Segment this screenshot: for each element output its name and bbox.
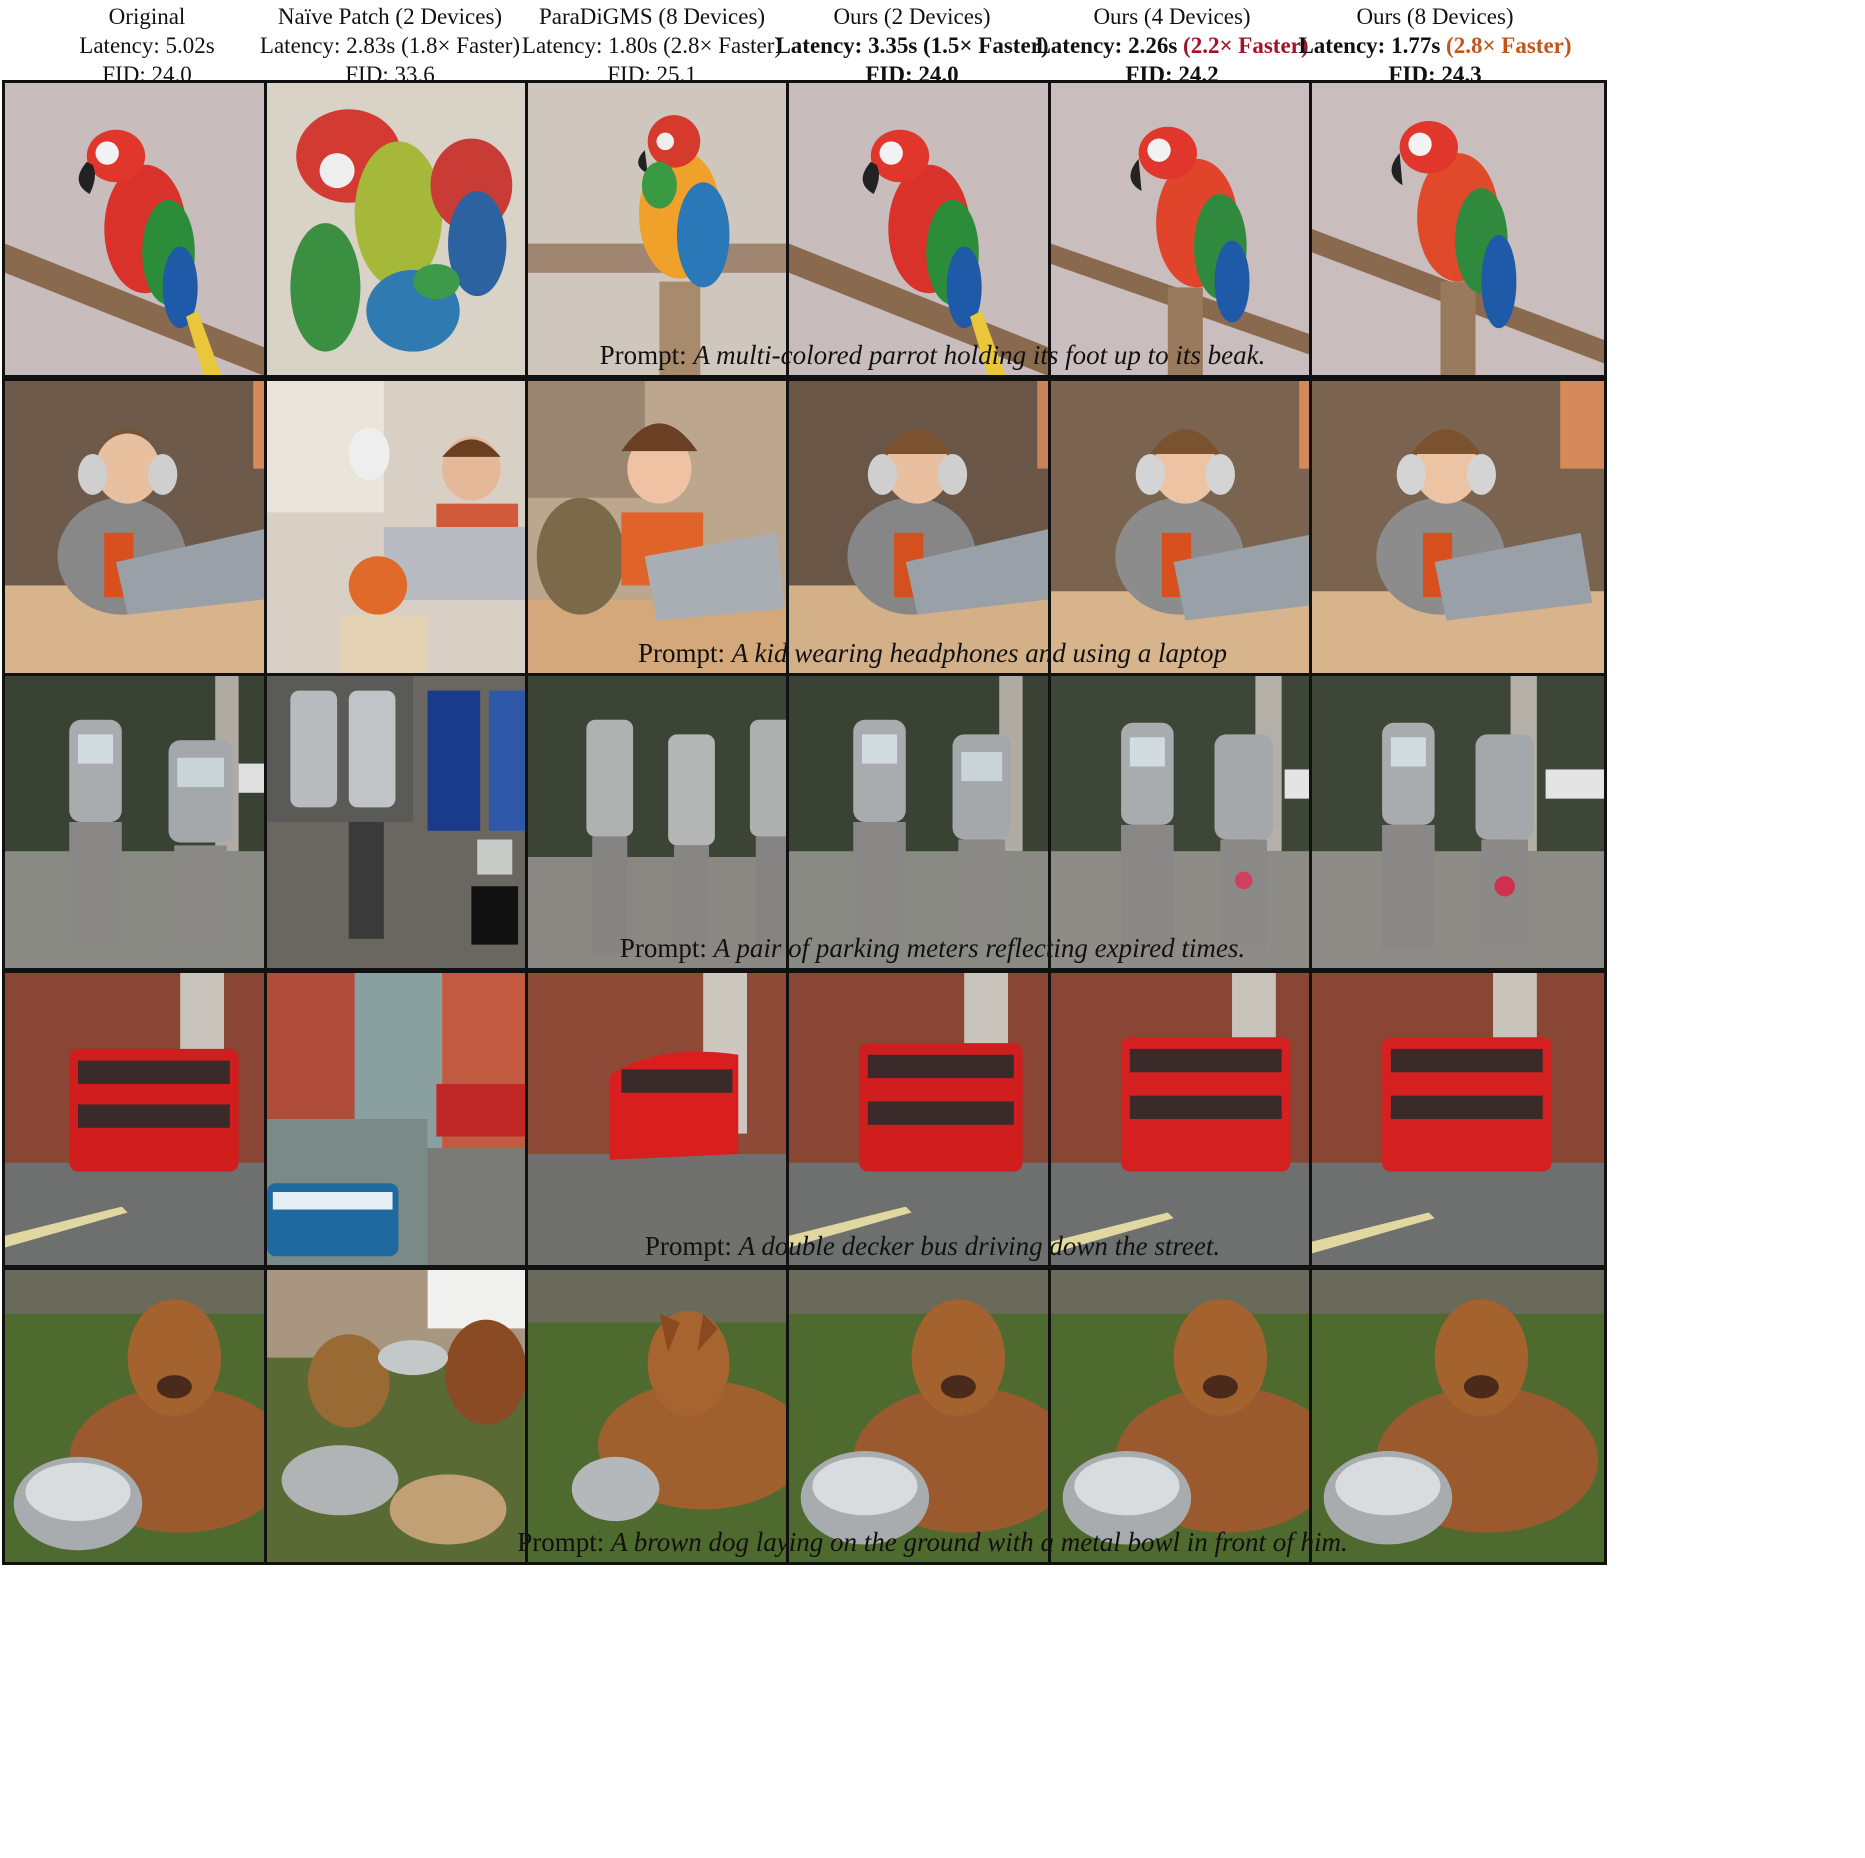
column-title: Original bbox=[108, 4, 186, 29]
image-bus-paradigms bbox=[525, 970, 823, 1268]
image-dog-ours-4 bbox=[1048, 1267, 1346, 1565]
image-kid-ours-4 bbox=[1048, 378, 1346, 676]
prompt-text: A brown dog laying on the ground with a … bbox=[611, 1527, 1348, 1557]
prompt-caption-meters: Prompt: A pair of parking meters reflect… bbox=[0, 932, 1865, 964]
prompt-caption-bus: Prompt: A double decker bus driving down… bbox=[0, 1230, 1865, 1262]
image-meters-ours-2 bbox=[786, 673, 1084, 971]
column-title: ParaDiGMS (8 Devices) bbox=[538, 4, 766, 29]
column-title: Naïve Patch (2 Devices) bbox=[277, 4, 503, 29]
image-dog-paradigms bbox=[525, 1267, 823, 1565]
image-dog-naive-patch bbox=[264, 1267, 562, 1565]
image-bus-ours-2 bbox=[786, 970, 1084, 1268]
image-parrot-original bbox=[2, 80, 300, 378]
prompt-caption-dog: Prompt: A brown dog laying on the ground… bbox=[0, 1526, 1865, 1558]
latency-label: Latency: 2.83s (1.8× Faster) bbox=[259, 33, 521, 58]
prompt-label: Prompt: bbox=[619, 933, 707, 963]
image-dog-ours-8 bbox=[1309, 1267, 1607, 1565]
prompt-text: A double decker bus driving down the str… bbox=[738, 1231, 1221, 1261]
latency-label: Latency: 1.80s (2.8× Faster) bbox=[521, 33, 783, 58]
image-parrot-ours-8 bbox=[1309, 80, 1607, 378]
prompt-caption-kid: Prompt: A kid wearing headphones and usi… bbox=[0, 637, 1865, 669]
image-bus-ours-4 bbox=[1048, 970, 1346, 1268]
image-kid-ours-8 bbox=[1309, 378, 1607, 676]
prompt-label: Prompt: bbox=[638, 638, 726, 668]
column-header-naive-patch: Naïve Patch (2 Devices) Latency: 2.83s (… bbox=[240, 2, 540, 89]
latency-label: Latency: 2.26s bbox=[1035, 33, 1178, 58]
image-bus-naive-patch bbox=[264, 970, 562, 1268]
prompt-text: A pair of parking meters reflecting expi… bbox=[713, 933, 1246, 963]
image-parrot-ours-4 bbox=[1048, 80, 1346, 378]
column-header-ours-2: Ours (2 Devices) Latency: 3.35s (1.5× Fa… bbox=[762, 2, 1062, 89]
prompt-text: A kid wearing headphones and using a lap… bbox=[731, 638, 1227, 668]
speedup-label: (2.8× Faster) bbox=[1446, 33, 1572, 58]
latency-label: Latency: 5.02s bbox=[79, 33, 215, 58]
latency-label: Latency: 3.35s (1.5× Faster) bbox=[775, 33, 1049, 58]
latency-line: Latency: 1.77s (2.8× Faster) bbox=[1285, 31, 1585, 60]
prompt-label: Prompt: bbox=[599, 340, 687, 370]
image-parrot-ours-2 bbox=[786, 80, 1084, 378]
image-bus-original bbox=[2, 970, 300, 1268]
column-header-original: Original Latency: 5.02s FID: 24.0 bbox=[0, 2, 297, 89]
image-kid-ours-2 bbox=[786, 378, 1084, 676]
image-bus-ours-8 bbox=[1309, 970, 1607, 1268]
column-title: Ours (4 Devices) bbox=[1093, 4, 1251, 29]
latency-label: Latency: 1.77s bbox=[1298, 33, 1441, 58]
image-meters-ours-8 bbox=[1309, 673, 1607, 971]
prompt-label: Prompt: bbox=[517, 1527, 605, 1557]
image-meters-paradigms bbox=[525, 673, 823, 971]
image-meters-ours-4 bbox=[1048, 673, 1346, 971]
image-parrot-naive-patch bbox=[264, 80, 562, 378]
image-parrot-paradigms bbox=[525, 80, 823, 378]
image-kid-original bbox=[2, 378, 300, 676]
image-kid-naive-patch bbox=[264, 378, 562, 676]
prompt-label: Prompt: bbox=[644, 1231, 732, 1261]
prompt-caption-parrot: Prompt: A multi-colored parrot holding i… bbox=[0, 339, 1865, 371]
image-kid-paradigms bbox=[525, 378, 823, 676]
image-dog-ours-2 bbox=[786, 1267, 1084, 1565]
latency-line: Latency: 2.26s (2.2× Faster) bbox=[1022, 31, 1322, 60]
image-meters-naive-patch bbox=[264, 673, 562, 971]
image-dog-original bbox=[2, 1267, 300, 1565]
column-title: Ours (2 Devices) bbox=[833, 4, 991, 29]
speedup-label: (2.2× Faster) bbox=[1183, 33, 1309, 58]
column-header-paradigms: ParaDiGMS (8 Devices) Latency: 1.80s (2.… bbox=[502, 2, 802, 89]
prompt-text: A multi-colored parrot holding its foot … bbox=[693, 340, 1266, 370]
column-header-ours-4: Ours (4 Devices) Latency: 2.26s (2.2× Fa… bbox=[1022, 2, 1322, 89]
image-meters-original bbox=[2, 673, 300, 971]
column-title: Ours (8 Devices) bbox=[1356, 4, 1514, 29]
column-header-ours-8: Ours (8 Devices) Latency: 1.77s (2.8× Fa… bbox=[1285, 2, 1585, 89]
